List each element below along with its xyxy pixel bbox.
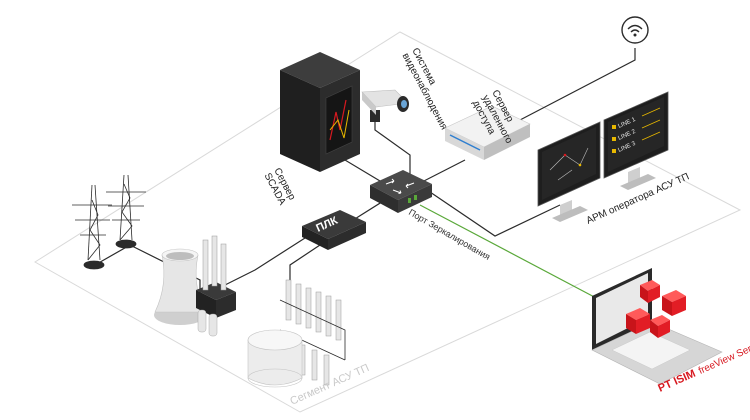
laptop-icon[interactable] — [591, 268, 723, 385]
tank-icon — [247, 329, 303, 388]
line-indicator — [612, 149, 616, 153]
power-tower-icon — [72, 184, 112, 270]
sensor-cube-icon — [640, 280, 660, 303]
transformer-icon — [196, 235, 236, 337]
sensor-cube-icon — [662, 290, 686, 316]
plc-icon[interactable]: ПЛК — [302, 210, 366, 250]
cctv-camera-icon[interactable] — [361, 89, 409, 122]
power-tower-icon — [106, 174, 146, 249]
sensor-cube-icon — [626, 308, 650, 334]
monitor-icon[interactable] — [537, 121, 601, 222]
server-rack-icon[interactable] — [280, 52, 360, 172]
video-system-label: Система видеонаблюдения — [400, 44, 464, 132]
network-links — [94, 48, 636, 300]
mirror-link — [419, 204, 601, 301]
remote-server-icon[interactable] — [444, 105, 531, 160]
transformer-icon — [285, 279, 342, 386]
wifi-icon — [621, 16, 649, 44]
line-indicator — [612, 137, 616, 141]
monitor-icon[interactable]: LINE 1 LINE 2 LINE 3 — [603, 91, 669, 190]
network-switch-icon[interactable] — [370, 170, 432, 213]
scada-label: Сервер SCADA — [262, 164, 304, 211]
segment-boundary — [34, 31, 742, 413]
sensor-cube-icon — [650, 315, 670, 338]
cooling-tower-icon — [154, 248, 206, 325]
mirror-port-label: Порт Зеркалирования — [407, 207, 492, 262]
line-indicator — [612, 125, 616, 129]
